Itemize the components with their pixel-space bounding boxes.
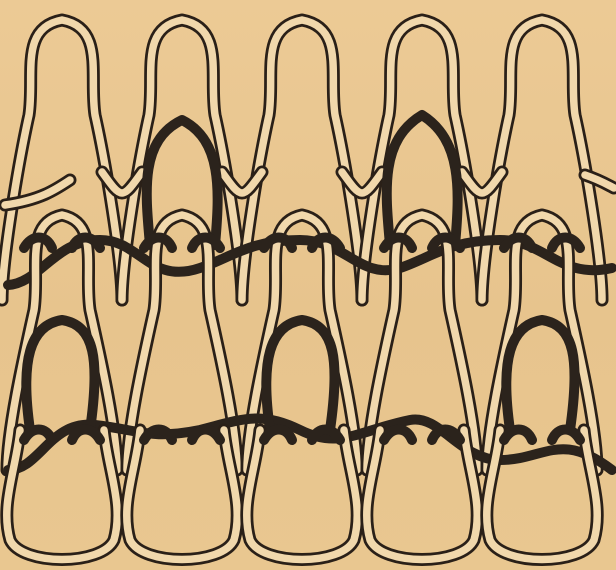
bottom-loop (247, 430, 357, 560)
dark-loop-row2-col1 (26, 320, 94, 430)
bottom-loop (127, 430, 237, 560)
bottom-loop (7, 430, 117, 560)
interlock-right (192, 430, 220, 441)
interlock-left (504, 430, 532, 441)
bottom-loop (367, 430, 477, 560)
interlock-right (72, 430, 100, 441)
dark-loop-row2-col5 (506, 320, 574, 430)
interlock-left (384, 430, 412, 441)
interlock-left (264, 430, 292, 441)
interlock-left (24, 430, 52, 441)
dark-loop-row2-col3 (266, 320, 334, 430)
interlock-right (552, 430, 580, 441)
